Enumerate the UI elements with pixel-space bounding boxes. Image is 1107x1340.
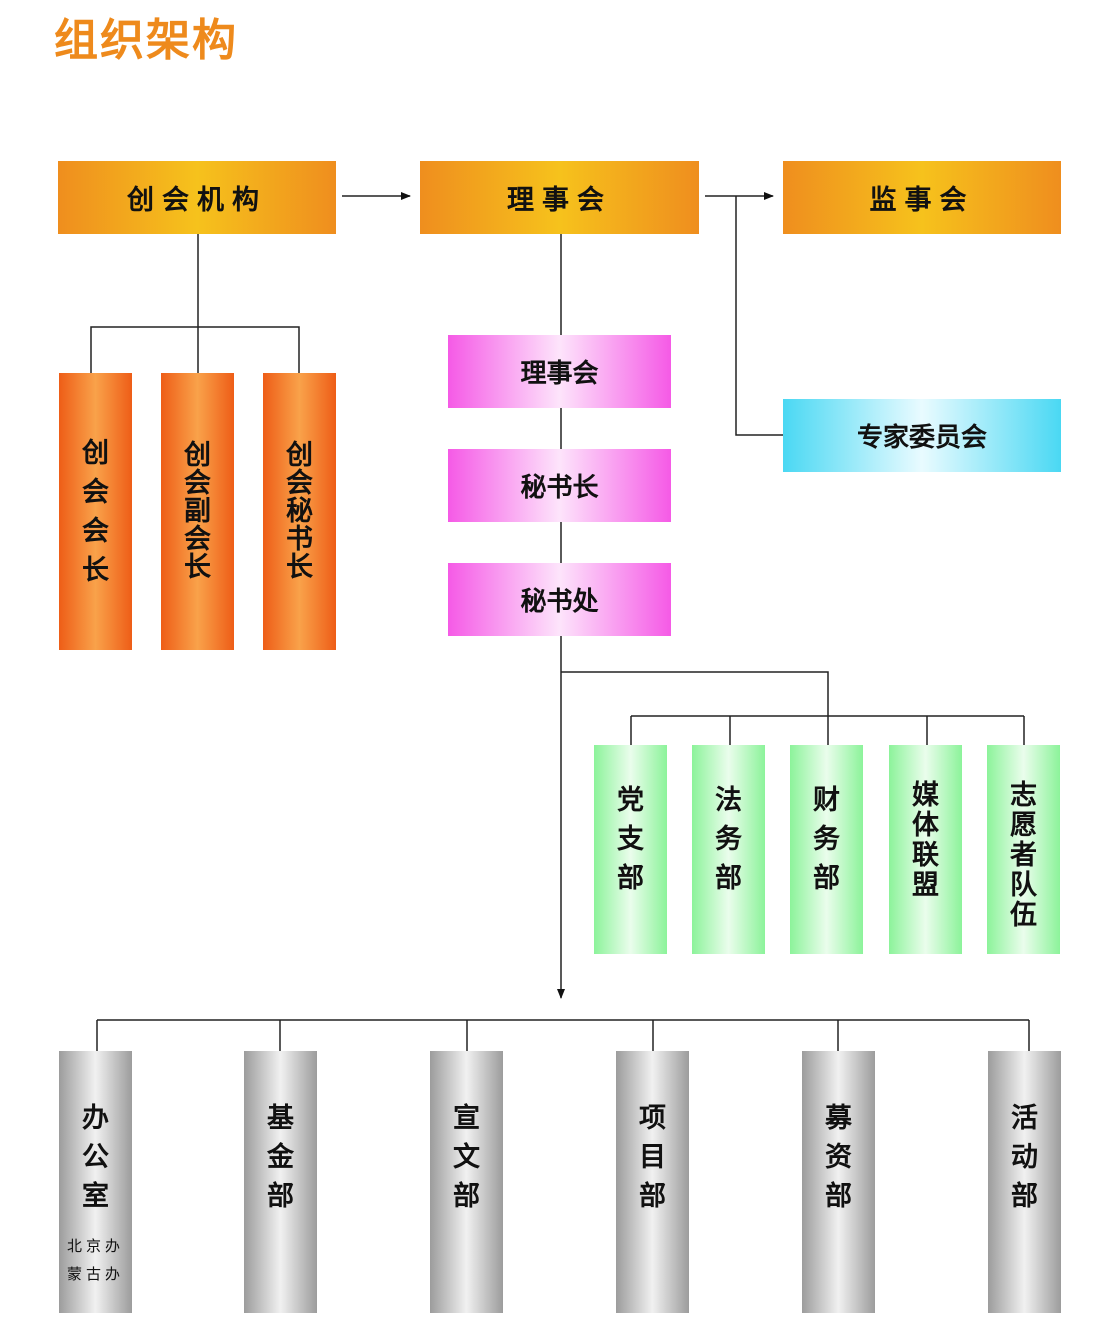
label-char: 法 — [715, 785, 742, 816]
label-char: 书 — [286, 523, 313, 555]
label-char: 会 — [286, 467, 313, 499]
expert-committee-box: 专家委员会 — [783, 399, 1061, 472]
council-box: 理事会 — [420, 161, 699, 234]
gray-dept-label: 宣文部 — [453, 1099, 480, 1216]
label-char: 项 — [639, 1103, 666, 1134]
label-char: 队 — [1010, 870, 1037, 901]
label-char: 务 — [813, 824, 840, 855]
label-char: 部 — [813, 863, 840, 894]
office-box: 办公室 北京办 蒙古办 — [59, 1051, 132, 1313]
label-char: 副 — [184, 495, 211, 527]
label-char: 媒 — [912, 780, 939, 811]
label-char: 募 — [825, 1103, 852, 1134]
label-char: 体 — [912, 810, 939, 841]
label-char: 金 — [267, 1142, 294, 1173]
party-branch-box: 党支部 — [594, 745, 667, 954]
green-dept-label: 财务部 — [813, 781, 840, 898]
founding-vice-president-box: 创会副会长 — [161, 373, 234, 650]
publicity-dept-box: 宣文部 — [430, 1051, 503, 1313]
label-char: 务 — [715, 824, 742, 855]
label-char: 创 — [286, 439, 313, 471]
events-dept-box: 活动部 — [988, 1051, 1061, 1313]
fundraising-dept-box: 募资部 — [802, 1051, 875, 1313]
label-char: 部 — [1011, 1181, 1038, 1212]
office-branch-beijing: 北京办 — [66, 1237, 124, 1255]
founding-secretary-general-box: 创会秘书长 — [263, 373, 336, 650]
label-char: 者 — [1010, 840, 1037, 871]
label-char: 部 — [715, 863, 742, 894]
label-char: 文 — [453, 1142, 480, 1173]
gray-dept-label: 活动部 — [1011, 1099, 1038, 1216]
green-dept-label: 志愿者队伍 — [1010, 781, 1037, 931]
legal-dept-box: 法务部 — [692, 745, 765, 954]
label-char: 长 — [286, 551, 313, 583]
project-dept-box: 项目部 — [616, 1051, 689, 1313]
exec-council-box: 理事会 — [448, 335, 671, 408]
label-char: 部 — [825, 1181, 852, 1212]
label-char: 财 — [813, 785, 840, 816]
label-char: 活 — [1011, 1103, 1038, 1134]
label-char: 志 — [1010, 780, 1037, 811]
label-char: 室 — [82, 1181, 109, 1212]
label-char: 部 — [453, 1181, 480, 1212]
label-char: 党 — [617, 785, 644, 816]
label-char: 创 — [82, 437, 109, 469]
label-char: 资 — [825, 1142, 852, 1173]
label-char: 支 — [617, 824, 644, 855]
media-alliance-box: 媒体联盟 — [889, 745, 962, 954]
founding-president-box: 创会会长 — [59, 373, 132, 650]
label-char: 长 — [184, 551, 211, 583]
supervisory-board-box: 监事会 — [783, 161, 1061, 234]
label-char: 会 — [184, 467, 211, 499]
green-dept-label: 党支部 — [617, 781, 644, 898]
fund-dept-box: 基金部 — [244, 1051, 317, 1313]
founder-role-label: 创会秘书长 — [286, 439, 313, 583]
label-char: 长 — [82, 554, 109, 586]
label-char: 公 — [82, 1142, 109, 1173]
label-char: 动 — [1011, 1142, 1038, 1173]
label-char: 部 — [267, 1181, 294, 1212]
green-dept-label: 媒体联盟 — [912, 781, 939, 901]
secretary-general-box: 秘书长 — [448, 449, 671, 522]
label-char: 伍 — [1010, 900, 1037, 931]
green-dept-label: 法务部 — [715, 781, 742, 898]
founder-org-box: 创会机构 — [58, 161, 336, 234]
label-char: 基 — [267, 1103, 294, 1134]
label-char: 会 — [82, 476, 109, 508]
gray-dept-label: 项目部 — [639, 1099, 666, 1216]
finance-dept-box: 财务部 — [790, 745, 863, 954]
page-title: 组织架构 — [54, 15, 238, 66]
volunteer-team-box: 志愿者队伍 — [987, 745, 1060, 954]
label-char: 盟 — [912, 870, 939, 901]
label-char: 会 — [184, 523, 211, 555]
label-char: 秘 — [286, 495, 313, 527]
label-char: 部 — [639, 1181, 666, 1212]
label-char: 联 — [912, 840, 939, 871]
founder-role-label: 创会副会长 — [184, 439, 211, 583]
label-char: 宣 — [453, 1103, 480, 1134]
label-char: 会 — [82, 515, 109, 547]
label-char: 目 — [639, 1142, 666, 1173]
label-char: 愿 — [1010, 810, 1037, 841]
office-branch-mongolia: 蒙古办 — [66, 1265, 124, 1283]
secretariat-box: 秘书处 — [448, 563, 671, 636]
gray-dept-label: 基金部 — [267, 1099, 294, 1216]
label-char: 创 — [184, 439, 211, 471]
label-char: 部 — [617, 863, 644, 894]
label-char: 办 — [82, 1103, 109, 1134]
gray-dept-label: 募资部 — [825, 1099, 852, 1216]
gray-dept-label: 办公室 — [82, 1099, 109, 1216]
founder-role-label: 创会会长 — [82, 434, 109, 590]
